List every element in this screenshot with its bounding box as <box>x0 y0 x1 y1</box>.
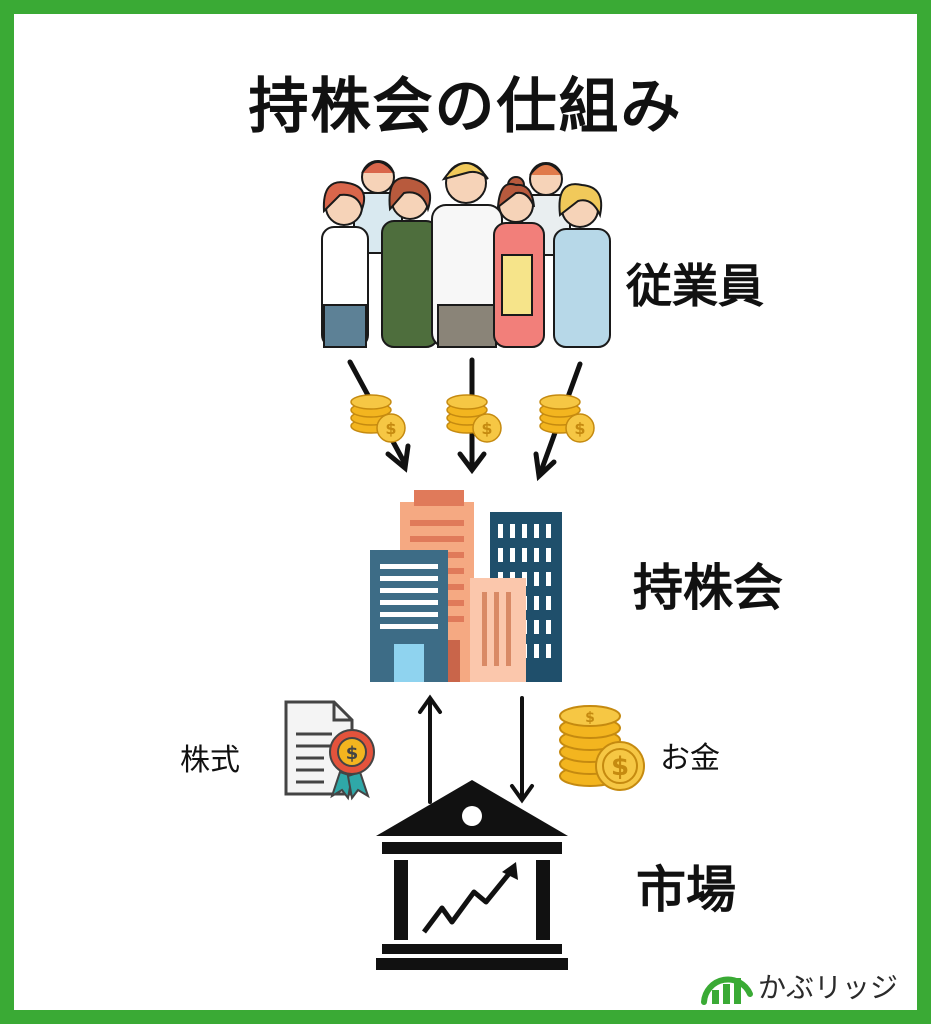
flow-label-money: お金 <box>660 741 720 776</box>
stock-certificate-icon: $ <box>284 700 375 801</box>
svg-text:$: $ <box>346 743 359 764</box>
svg-text:$: $ <box>574 419 585 438</box>
svg-text:$: $ <box>611 752 629 782</box>
coin-stack-icon: $ <box>446 394 502 443</box>
svg-text:$: $ <box>385 419 396 438</box>
node-label-employees: 従業員 <box>626 259 764 313</box>
coin-stack-icon: $ <box>539 394 595 443</box>
brand-logo: かぶリッジ <box>700 958 910 1008</box>
diagram-title: 持株会の仕組み <box>248 72 683 142</box>
employees-group-illustration <box>321 160 611 348</box>
node-label-mochikabukai: 持株会 <box>633 559 783 617</box>
svg-text:$: $ <box>481 419 492 438</box>
brand-mark-icon <box>701 976 753 1005</box>
svg-text:$: $ <box>585 710 595 726</box>
brand-name: かぶリッジ <box>758 971 899 1004</box>
market-building-icon <box>376 780 568 970</box>
buildings-illustration <box>370 490 562 682</box>
exchange-arrows <box>418 694 534 804</box>
money-coins-icon: $ $ <box>559 705 645 791</box>
flow-label-stock: 株式 <box>180 743 240 778</box>
node-label-market: 市場 <box>636 861 736 919</box>
coin-stack-icon: $ <box>350 394 406 443</box>
